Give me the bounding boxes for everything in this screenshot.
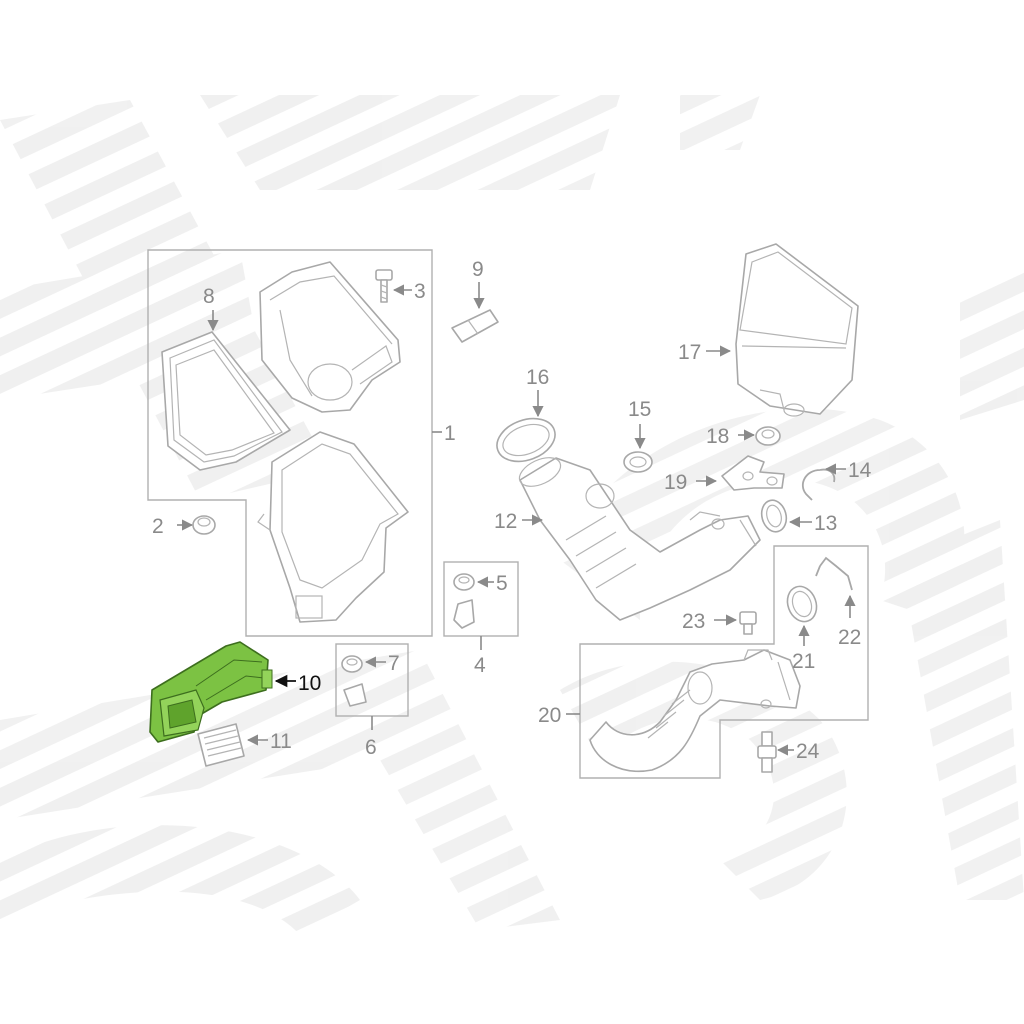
callout-21: 21 <box>792 650 815 673</box>
grommet-part <box>192 515 216 535</box>
callout-12: 12 <box>494 510 517 533</box>
callout-23: 23 <box>682 610 705 633</box>
callout-15: 15 <box>628 398 651 421</box>
callout-13: 13 <box>814 512 837 535</box>
group-frame-20 <box>579 545 869 779</box>
group-frame-1 <box>147 249 433 637</box>
callout-5: 5 <box>496 572 508 595</box>
grommet-7-part <box>341 655 363 673</box>
lower-housing-part <box>257 431 409 623</box>
callout-9: 9 <box>472 258 484 281</box>
callout-6: 6 <box>365 736 377 759</box>
callout-3: 3 <box>414 280 426 303</box>
sensor-bracket-part <box>451 309 499 343</box>
callout-20: 20 <box>538 704 561 727</box>
callout-14: 14 <box>848 459 872 482</box>
bolt-part <box>375 269 393 303</box>
bracket-19-part <box>721 455 785 491</box>
wire-clip-22-part <box>815 556 853 591</box>
intake-boot-part <box>518 457 761 621</box>
callout-8: 8 <box>203 285 215 308</box>
callout-7: 7 <box>388 652 400 675</box>
clamp-16-part <box>496 417 556 463</box>
clip-6-part <box>343 683 367 707</box>
o-ring-13-part <box>760 499 788 533</box>
grommet-18-part <box>755 426 781 446</box>
charge-air-hose-part <box>589 649 801 772</box>
callout-4: 4 <box>474 654 486 677</box>
callout-10: 10 <box>298 672 321 695</box>
seal-21-part <box>786 585 818 623</box>
clamp-15-part <box>623 451 653 473</box>
grille-part <box>197 723 245 767</box>
callout-1: 1 <box>444 422 456 445</box>
filter-element-part <box>161 331 291 471</box>
callout-11: 11 <box>270 730 292 753</box>
callout-18: 18 <box>706 425 729 448</box>
callout-22: 22 <box>838 626 861 649</box>
callout-16: 16 <box>526 366 549 389</box>
sensor-23-part <box>739 611 757 635</box>
callout-19: 19 <box>664 471 687 494</box>
upper-housing-part <box>259 261 401 413</box>
resonator-part <box>735 243 859 417</box>
callout-17: 17 <box>678 341 701 364</box>
air-intake-duct-part <box>149 641 273 743</box>
callout-2: 2 <box>152 515 164 538</box>
bracket-4-part <box>453 599 475 629</box>
sensor-24-part <box>757 731 777 773</box>
callout-24: 24 <box>796 740 820 763</box>
grommet-5-part <box>453 573 475 591</box>
